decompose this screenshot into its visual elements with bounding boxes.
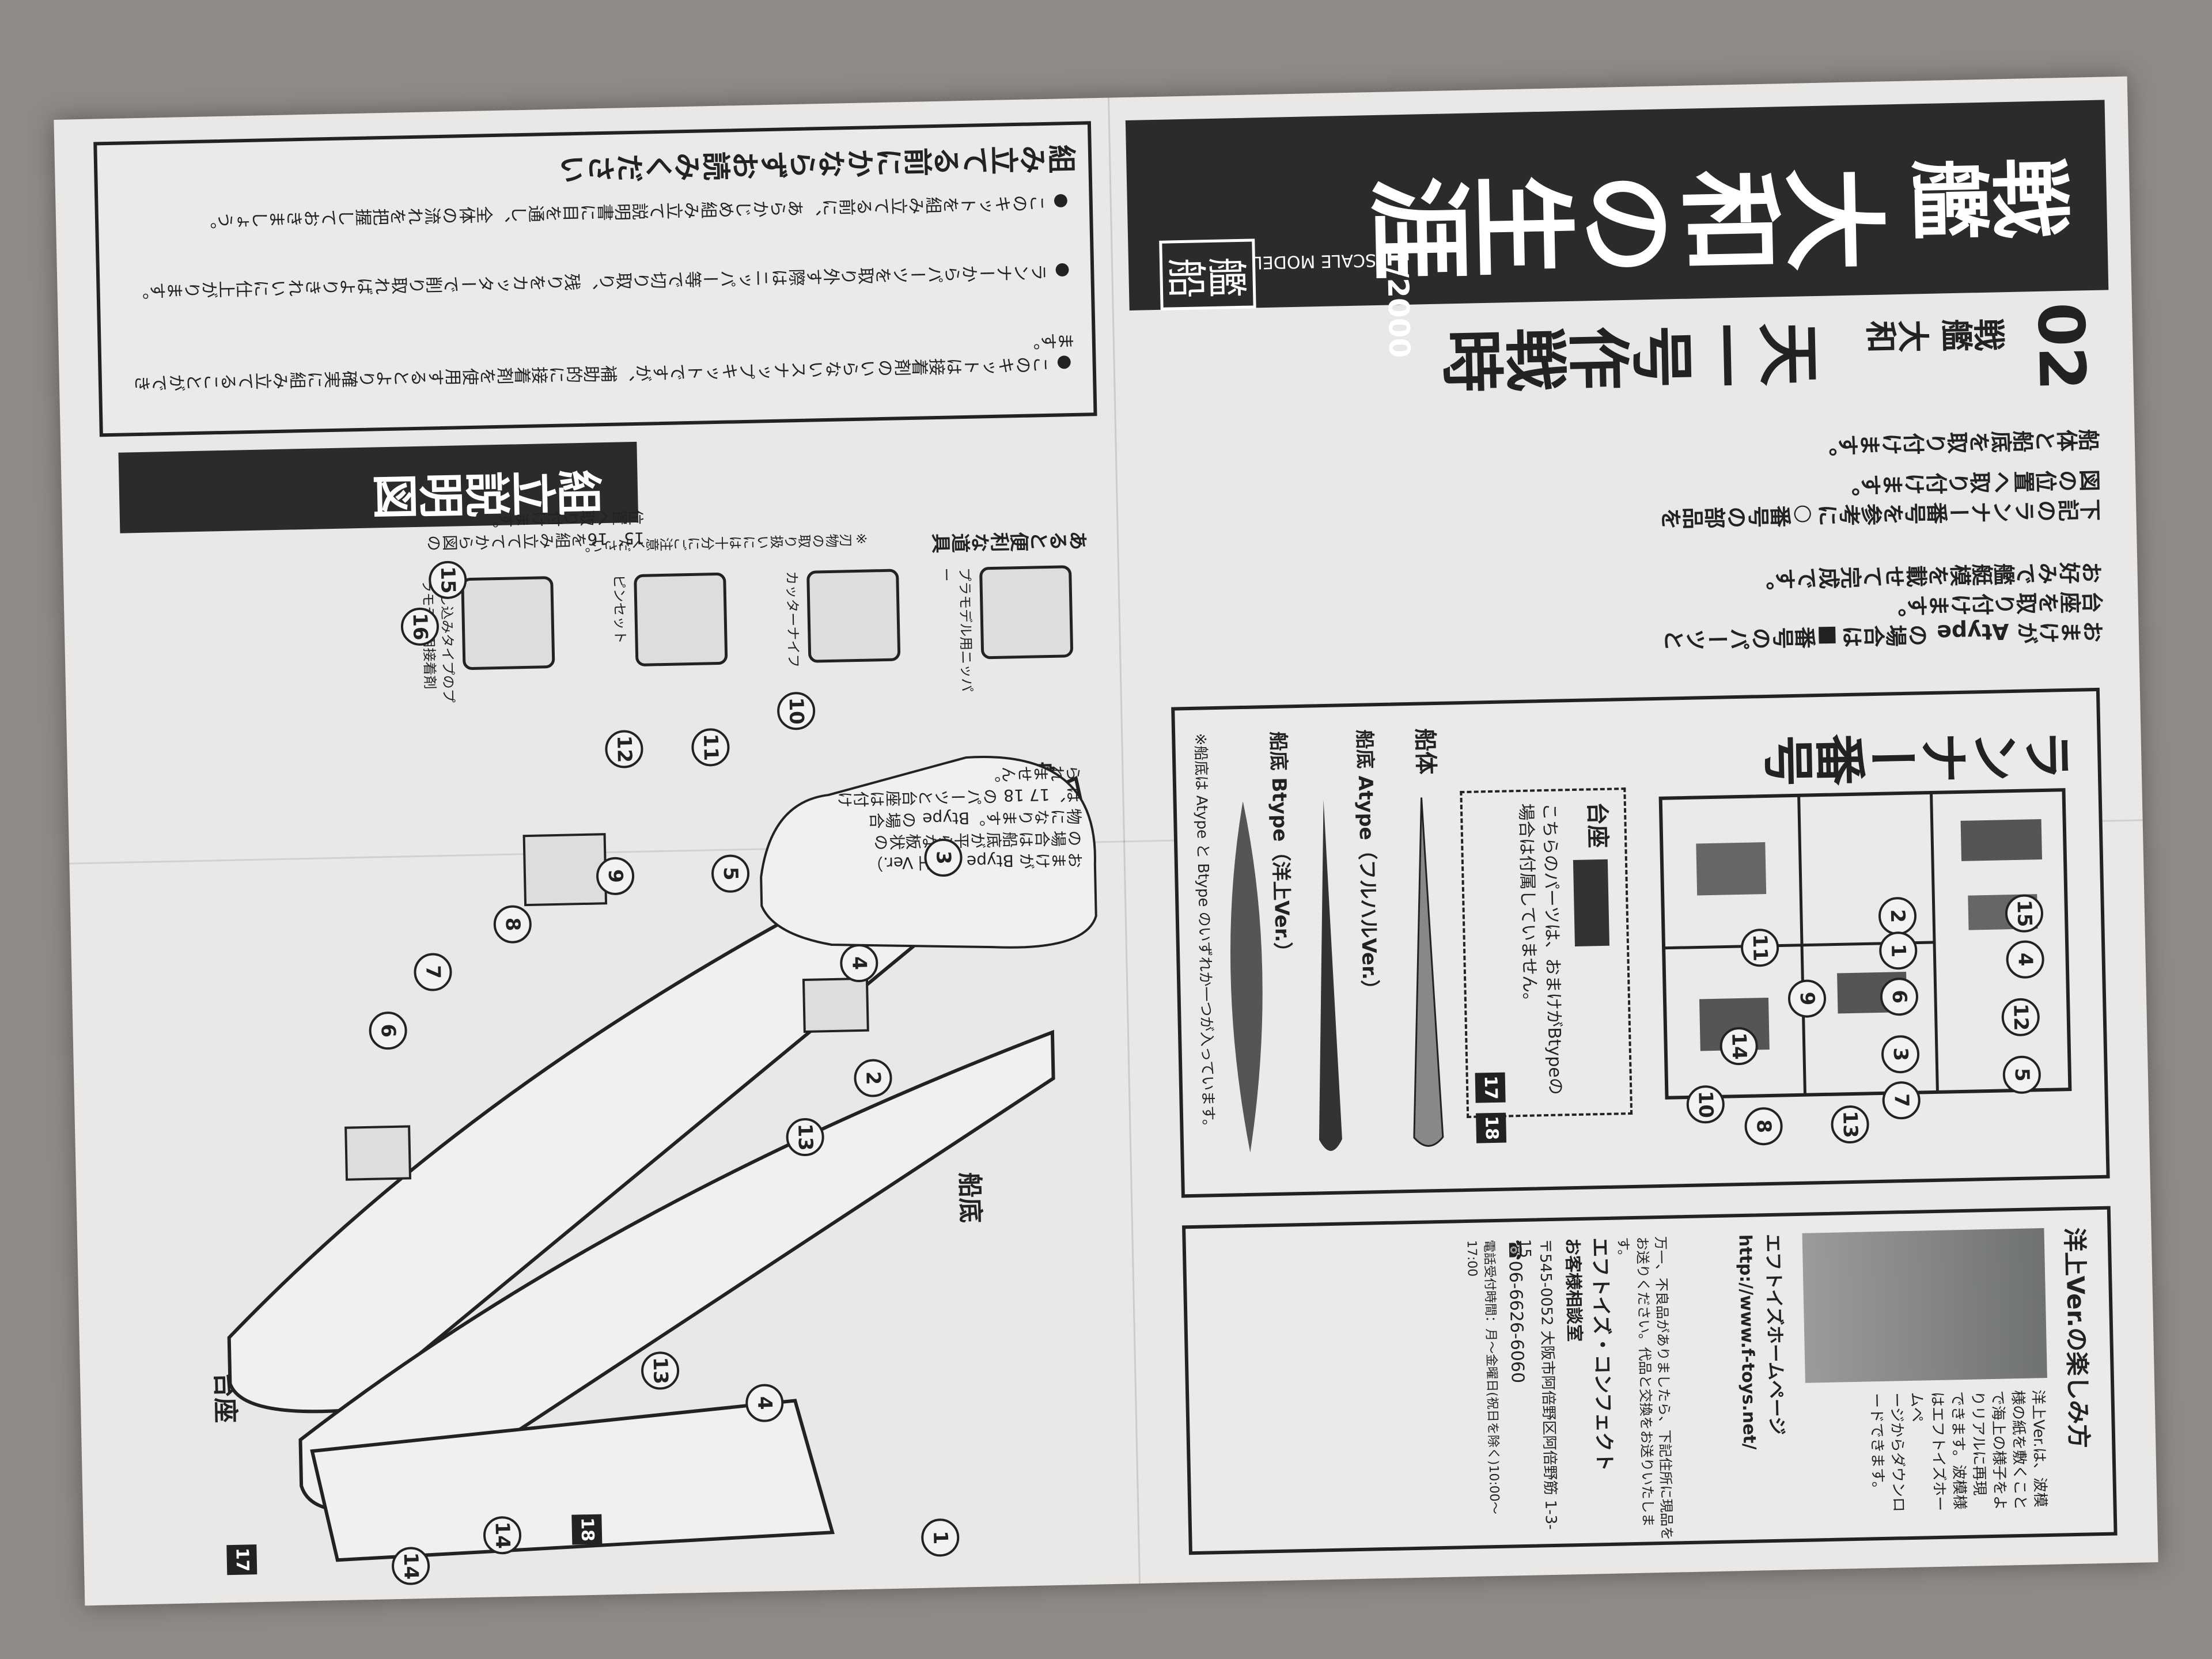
base-note: こちらのパーツは、おまけがBtypeの 場合は付属していません。	[1516, 802, 1566, 1096]
instruction-sheet: 戦艦 大和の生涯 1/2000 SCALE MODEL 艦船 02 戦艦 大和 …	[54, 76, 2158, 1606]
warning-bullet: ● このキットは接着剤のいらないスナップキットですが、補助的に接着剤を使用すると…	[134, 328, 1075, 392]
runner-number-10: 10	[1686, 1085, 1725, 1124]
ship-name: 戦艦 大和	[1865, 312, 2006, 353]
series-badge: 艦船	[1159, 238, 1256, 310]
operation-name: 天一号作戦時	[1441, 310, 1823, 393]
nipper-icon	[979, 565, 1074, 660]
runner-number-13: 13	[1830, 1105, 1870, 1144]
tweezers-icon	[634, 572, 728, 667]
promo-hp-label: エフトイズホームページ	[1762, 1233, 1788, 1435]
warning-bullets: ● このキットを組み立てる前に、あらかじめ組み立て説明書に目を通し、全体の流れを…	[132, 124, 1093, 412]
runner-footnote: ※船底は Atype と Btype のいずれか一つが入っています。	[1191, 733, 1217, 1134]
sub-assembly-note: 15、16を組み立ててから図の位置へ取り付けます。	[426, 506, 645, 552]
company-notice: 万一、不良品がありましたら、下記住所に現品を お送りください。代品と交換をお送り…	[1615, 1236, 1675, 1541]
company-tel: ☎06-6626-6060	[1504, 1238, 1528, 1384]
diagram-square-18: 18	[571, 1514, 603, 1545]
step-line-1: 船体と船底を取り付けます。	[1815, 425, 2101, 457]
warning-bullet: ● このキットを組み立てる前に、あらかじめ組み立て説明書に目を通し、全体の流れを…	[199, 190, 1073, 229]
exploded-diagram	[227, 673, 1097, 1562]
brand-top: 戦艦	[1910, 142, 2073, 241]
glue-bottle-icon	[461, 576, 555, 671]
warning-bullet: ● ランナーからパーツを取り外す際はニッパー等で切り取り、残りをカッターで削り取…	[131, 259, 1074, 300]
bottom-a-drawing	[1319, 800, 1342, 1151]
promo-url[interactable]: http://www.f-toys.net/	[1734, 1234, 1760, 1450]
cutter-knife-icon	[806, 569, 901, 663]
tools-label: あると便利な道具	[931, 527, 1089, 554]
warning-title: 組み立てる前にかならずお読みください	[558, 139, 1077, 184]
company-dept: お客様相談室	[1562, 1237, 1585, 1342]
brand-main: 大和の生涯	[1368, 148, 1889, 281]
company-hours: 電話受付時間：月～金曜日(祝日を除く)10:00～17:00	[1464, 1239, 1502, 1514]
promo-title: 洋上Ver.の楽しみ方	[2060, 1227, 2093, 1449]
promo-body: 洋上Ver.は、波模様の紙を敷くこと で海上の様子をよりリアルに再現 できます。…	[1867, 1389, 2049, 1513]
scale-label: 1/2000	[1380, 247, 1416, 358]
diagram-square-17: 17	[226, 1544, 257, 1575]
bottom-b-drawing	[1230, 801, 1263, 1153]
base-part-drawing	[1573, 859, 1609, 946]
tools-list: プラモデル用ニッパーカッターナイフピンセット流し込みタイプのプラモデル用接着剤	[419, 77, 2158, 1562]
sheet-content: 戦艦 大和の生涯 1/2000 SCALE MODEL 艦船 02 戦艦 大和 …	[54, 77, 2158, 1606]
base-note-box: 台座 こちらのパーツは、おまけがBtypeの 場合は付属していません。	[1460, 787, 1633, 1118]
title-banner: 戦艦 大和の生涯 1/2000 SCALE MODEL 艦船	[1125, 100, 2109, 358]
runner-number-8: 8	[1744, 1107, 1783, 1146]
hull-drawing	[1413, 797, 1444, 1147]
base-label: 台座	[1583, 801, 1611, 849]
promo-photo	[1802, 1228, 2047, 1383]
promo-box: 洋上Ver.の楽しみ方 洋上Ver.は、波模様の紙を敷くこと で海上の様子をより…	[1182, 1206, 2118, 1555]
runner-number-7: 7	[1882, 1081, 1921, 1120]
warning-box: 組み立てる前にかならずお読みください ● このキットを組み立てる前に、あらかじめ…	[93, 121, 1097, 437]
model-label: SCALE MODEL	[1252, 249, 1377, 272]
issue-number: 02	[2023, 301, 2099, 392]
hull-label: 船体	[1411, 728, 1439, 775]
company-name: エフトイズ・コンフェクト	[1588, 1237, 1616, 1472]
step-line-3: おまけが Atype の場合は■番号のパーツと 台座を取り付けます。 お好みで艦…	[1662, 557, 2105, 652]
bottom-a-label: 船底 Atype（フルハルVer.）	[1353, 729, 1381, 1000]
step-line-2: 下記のランナー番号を参考に○番号の部品を 図の位置へ取り付けます。	[1660, 465, 2102, 530]
